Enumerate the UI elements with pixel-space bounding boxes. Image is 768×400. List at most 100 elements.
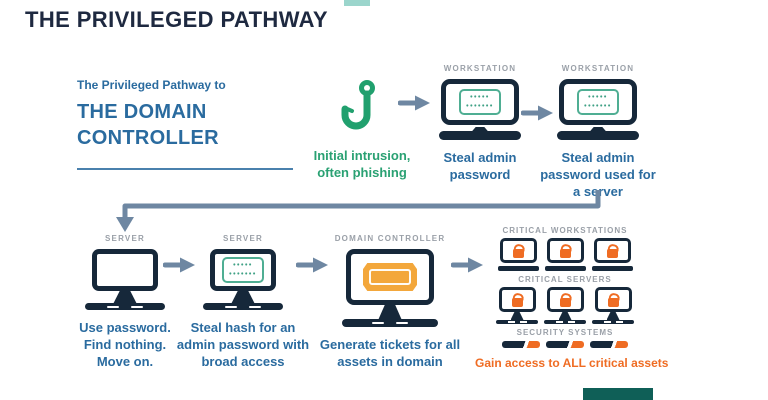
monitor-base xyxy=(203,303,283,310)
base-detail xyxy=(249,305,261,308)
mini-stand xyxy=(558,312,572,320)
security-bar-icon xyxy=(546,341,584,348)
monitor-screen: ••••• ••••••• xyxy=(210,249,276,291)
open-lock-icon xyxy=(559,249,571,258)
stage-domain-controller: DOMAIN CONTROLLER Generate tickets for a… xyxy=(312,234,468,370)
monitor-base xyxy=(85,303,165,310)
monitor-stand xyxy=(113,290,137,303)
monitor-screen xyxy=(92,249,158,291)
stage-caption: Use password. Find nothing. Move on. xyxy=(79,320,171,370)
result-text: Gain access to ALL critical assets xyxy=(475,356,669,370)
password-dots-row: ••••• xyxy=(233,261,253,269)
monitor-screen xyxy=(346,249,434,305)
server-icon: ••••• ••••••• xyxy=(172,249,314,310)
stage-caption: Generate tickets for all assets in domai… xyxy=(319,337,461,370)
golden-ticket-icon xyxy=(363,263,417,291)
base-detail xyxy=(507,321,515,323)
password-dots-icon: ••••• ••••••• xyxy=(222,256,264,284)
stage-label: DOMAIN CONTROLLER xyxy=(334,234,446,243)
password-dots-icon: ••••• ••••••• xyxy=(459,88,501,116)
top-accent-mark xyxy=(344,0,370,6)
mini-laptop-base xyxy=(591,266,633,271)
critical-server-icon xyxy=(592,287,634,324)
intro-block: The Privileged Pathway to THE DOMAIN CON… xyxy=(77,78,293,170)
base-detail xyxy=(555,321,563,323)
critical-workstation-icon xyxy=(497,238,539,271)
critical-workstation-icon xyxy=(544,238,586,271)
open-lock-icon xyxy=(512,249,524,258)
mini-screen xyxy=(546,287,584,312)
fishhook-icon xyxy=(341,80,375,130)
intro-title-line1: THE DOMAIN xyxy=(77,101,207,123)
mini-laptop-base xyxy=(544,266,586,271)
base-detail xyxy=(603,321,611,323)
security-bar-icon xyxy=(502,341,540,348)
mini-stand xyxy=(606,312,620,320)
monitor-screen: ••••• ••••••• xyxy=(559,79,637,125)
mini-stand xyxy=(510,312,524,320)
monitor-stand xyxy=(378,304,402,319)
laptop-base xyxy=(439,131,521,140)
stage-caption: Steal admin password xyxy=(443,150,517,183)
password-dots-row: ••••• xyxy=(588,93,608,101)
mini-base xyxy=(592,320,634,324)
critical-workstations-label: CRITICAL WORKSTATIONS xyxy=(502,226,628,235)
bottom-accent-mark xyxy=(583,388,653,400)
critical-workstation-icon xyxy=(591,238,633,271)
monitor-screen: ••••• ••••••• xyxy=(441,79,519,125)
stage-initial-intrusion: Initial intrusion, often phishing xyxy=(306,80,418,181)
intro-divider xyxy=(77,168,293,170)
arrow-right-icon xyxy=(296,257,328,273)
base-detail xyxy=(567,321,575,323)
stage-label: WORKSTATION xyxy=(443,64,517,73)
stage-caption: Steal admin password used for a server xyxy=(540,150,656,200)
base-detail xyxy=(107,305,119,308)
base-detail xyxy=(396,322,408,324)
laptop-base xyxy=(557,131,639,140)
critical-servers-row xyxy=(475,287,655,324)
base-detail xyxy=(131,305,143,308)
open-lock-icon xyxy=(511,298,523,307)
stage-caption: Steal hash for an admin password with br… xyxy=(176,320,310,370)
critical-server-icon xyxy=(544,287,586,324)
stage-caption: Initial intrusion, often phishing xyxy=(313,148,411,181)
mini-laptop-base xyxy=(497,266,539,271)
password-dots-row: ••••••• xyxy=(466,103,494,110)
workstation-icon: ••••• ••••••• xyxy=(540,79,656,140)
intro-subtitle: The Privileged Pathway to xyxy=(77,78,226,92)
security-bar-icon xyxy=(590,341,628,348)
stage-label: SERVER xyxy=(105,234,145,243)
open-lock-icon xyxy=(559,298,571,307)
security-systems-label: SECURITY SYSTEMS xyxy=(516,328,614,337)
stage-server-1: SERVER Use password. Find nothing. Move … xyxy=(67,234,183,370)
page-title: THE PRIVILEGED PATHWAY xyxy=(25,7,328,32)
base-detail xyxy=(519,321,527,323)
password-dots-row: ••••••• xyxy=(229,271,257,278)
mini-screen xyxy=(593,238,631,263)
monitor-stand xyxy=(231,290,255,303)
password-dots-row: ••••• xyxy=(470,93,490,101)
base-detail xyxy=(225,305,237,308)
open-lock-icon xyxy=(606,249,618,258)
mini-base xyxy=(496,320,538,324)
mini-screen xyxy=(594,287,632,312)
arrow-right-icon xyxy=(398,95,430,111)
mini-screen xyxy=(546,238,584,263)
security-systems-row xyxy=(475,341,655,348)
base-detail xyxy=(615,321,623,323)
mini-base xyxy=(544,320,586,324)
critical-workstations-row xyxy=(475,238,655,271)
ticket-outline xyxy=(369,269,411,285)
critical-servers-label: CRITICAL SERVERS xyxy=(518,275,612,284)
critical-assets-panel: CRITICAL WORKSTATIONS CRITICAL SERVERS xyxy=(475,222,669,370)
arrow-right-icon xyxy=(163,257,195,273)
domain-controller-icon xyxy=(312,249,468,327)
stage-workstation-1: WORKSTATION ••••• ••••••• Steal admin pa… xyxy=(422,64,538,183)
stage-workstation-2: WORKSTATION ••••• ••••••• Steal admin pa… xyxy=(540,64,656,200)
stage-label: WORKSTATION xyxy=(561,64,635,73)
intro-title-line2: CONTROLLER xyxy=(77,127,219,149)
password-dots-icon: ••••• ••••••• xyxy=(577,88,619,116)
mini-screen xyxy=(498,287,536,312)
open-lock-icon xyxy=(607,298,619,307)
